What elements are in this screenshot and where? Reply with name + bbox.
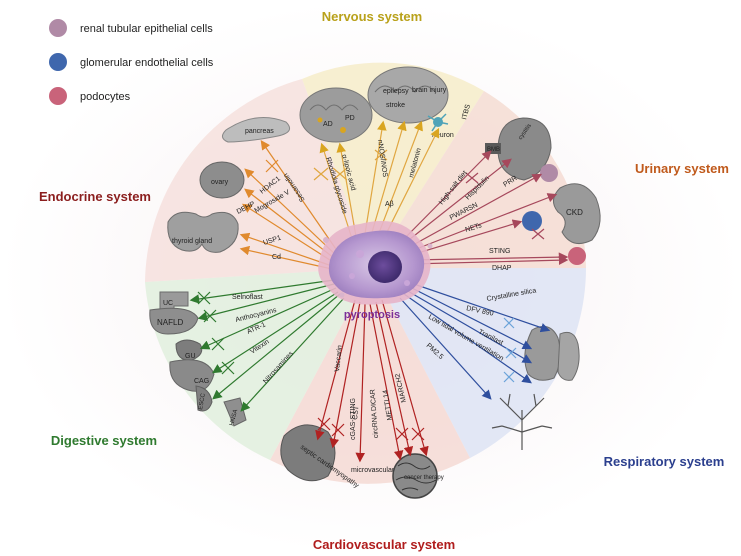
legend: renal tubular epithelial cells glomerula… xyxy=(49,19,214,105)
brain-ad-pd-icon xyxy=(299,87,373,143)
digestive-system-title: Digestive system xyxy=(51,433,157,448)
tubular-cell-dot xyxy=(540,164,558,182)
legend-label-podocytes: podocytes xyxy=(80,91,131,103)
lungs-icon xyxy=(524,325,561,381)
cardiac-tissue-icon xyxy=(392,453,438,499)
organ-label-brain-injury: brain injury xyxy=(412,87,447,94)
organ-label-pd: PD xyxy=(345,115,355,122)
cardiovascular-edges: Vaccarin CST cGAS-STING circRNA DICAR ME… xyxy=(315,299,429,463)
thyroid-icon xyxy=(167,211,239,253)
urinary-item-nets: NETs xyxy=(465,222,484,234)
esophagus-icon xyxy=(195,385,213,412)
nervous-item-abeta: Aβ xyxy=(385,201,394,208)
organ-label-pancreas: pancreas xyxy=(245,128,274,135)
nervous-organs: AD PD epilepsy brain injury stroke neuro… xyxy=(299,66,454,143)
urinary-item-sting: STING xyxy=(489,248,510,255)
endocrine-item-cd: Cd xyxy=(272,254,281,261)
organ-label-microvascular: microvascular damage xyxy=(351,467,422,474)
respiratory-sector xyxy=(372,268,586,458)
brain-epilepsy-icon xyxy=(367,66,449,124)
legend-swatch-tubular xyxy=(49,19,67,37)
ovary-icon xyxy=(199,161,245,199)
cardio-item-cgas: cGAS-STING xyxy=(350,398,357,440)
endothelial-cell-dot xyxy=(522,211,542,231)
digestive-item-selnoflast: Selnoflast xyxy=(232,294,263,301)
cardio-item-cst: CST xyxy=(352,405,361,420)
respiratory-organs xyxy=(491,325,580,450)
organ-label-neuron: neuron xyxy=(432,132,454,139)
urinary-item-dhap: DHAP xyxy=(492,265,512,272)
respiratory-system-title: Respiratory system xyxy=(604,454,725,469)
cardio-item-circrna: circRNA DICAR xyxy=(370,389,380,438)
pancreas-icon xyxy=(222,117,291,143)
urinary-system-title: Urinary system xyxy=(635,161,729,176)
organ-label-thyroid: thyroid gland xyxy=(172,238,212,245)
organ-label-bmb: BMB xyxy=(487,147,500,153)
organ-label-hnsa: HNSA xyxy=(229,409,239,427)
organ-label-uc: UC xyxy=(163,300,173,307)
organ-label-stroke: stroke xyxy=(386,102,405,109)
pyroptosis-cell xyxy=(318,221,433,305)
organ-label-cancer-therapy: cancer therapy xyxy=(404,475,444,481)
endocrine-organs: pancreas ovary thyroid gland xyxy=(167,117,291,253)
organ-label-ovary: ovary xyxy=(211,179,229,186)
nervous-item-itbs: ITBS xyxy=(461,103,472,120)
organ-label-nafld: NAFLD xyxy=(157,318,183,327)
bronchial-tree-icon xyxy=(491,393,553,450)
organ-label-escc: ESCC xyxy=(198,392,207,410)
nucleus xyxy=(368,251,402,283)
podocyte-cell-dot xyxy=(568,247,586,265)
organ-label-ad: AD xyxy=(323,121,333,128)
endocrine-system-title: Endocrine system xyxy=(39,189,151,204)
nervous-system-title: Nervous system xyxy=(322,9,422,24)
pyroptosis-label: pyroptosis xyxy=(344,309,400,321)
legend-swatch-endothelial xyxy=(49,53,67,71)
legend-label-tubular: renal tubular epithelial cells xyxy=(80,23,213,35)
organ-label-cag: CAG xyxy=(194,378,209,385)
organ-label-ckd: CKD xyxy=(566,208,583,217)
cardio-item-vaccarin: Vaccarin xyxy=(334,345,344,372)
kidney-icon xyxy=(553,183,601,245)
legend-swatch-podocytes xyxy=(49,87,67,105)
legend-label-endothelial: glomerular endothelial cells xyxy=(80,57,214,69)
organ-label-epilepsy: epilepsy xyxy=(383,88,409,95)
organ-label-gu: GU xyxy=(185,353,196,360)
liver-icon xyxy=(149,307,199,335)
stomach-gu-icon xyxy=(175,339,203,361)
cardio-item-mettl14: METTL14 xyxy=(382,389,394,421)
cardiovascular-system-title: Cardiovascular system xyxy=(313,537,455,552)
neuron-icon xyxy=(427,113,449,132)
